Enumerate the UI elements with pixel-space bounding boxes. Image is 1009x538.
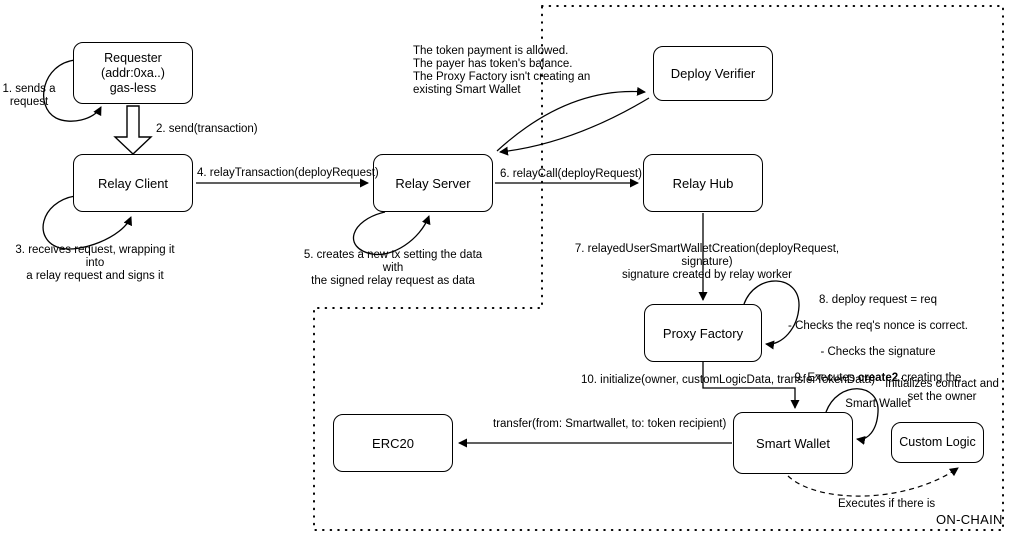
label-step6: 6. relayCall(deployRequest) <box>500 168 642 180</box>
arrow-to-deploy-verifier <box>496 86 646 152</box>
node-relay-server: Relay Server <box>373 154 493 212</box>
relay-server-self-loop <box>352 211 431 256</box>
arrow-executes-custom-logic <box>787 467 959 497</box>
label-transfer: transfer(from: Smartwallet, to: token re… <box>493 418 727 430</box>
requester-self-loop <box>43 59 102 122</box>
proxy-factory-self-loop <box>743 280 800 350</box>
create2-bold: create2 <box>857 372 899 384</box>
label-step8-line1: 8. deploy request = req <box>819 294 937 306</box>
label-onchain: ON-CHAIN <box>936 512 1003 527</box>
node-custom-logic: Custom Logic <box>891 422 984 463</box>
label-step7: 7. relayedUserSmartWalletCreation(deploy… <box>574 243 840 281</box>
relay-client-self-loop <box>42 195 132 250</box>
node-relay-client: Relay Client <box>73 154 193 212</box>
label-init-note: Initializes contract and set the owner <box>885 378 999 403</box>
label-step8-line2: - Checks the req's nonce is correct. <box>788 320 968 332</box>
node-smart-wallet: Smart Wallet <box>733 412 853 474</box>
label-step5: 5. creates a new tx setting the data wit… <box>303 249 483 287</box>
node-requester: Requester (addr:0xa..) gas-less <box>73 42 193 104</box>
arrow-initialize <box>702 362 800 409</box>
node-erc20: ERC20 <box>333 414 453 472</box>
label-step9-line1: 9. Executes create2 creating the <box>794 372 962 384</box>
label-executes-note: Executes if there is <box>838 498 936 510</box>
node-proxy-factory: Proxy Factory <box>644 304 762 362</box>
label-step8-9: 8. deploy request = req - Checks the req… <box>787 281 969 424</box>
label-step1: 1. sends a request <box>2 83 56 108</box>
label-step4: 4. relayTransaction(deployRequest) <box>197 167 379 179</box>
node-relay-hub: Relay Hub <box>643 154 763 212</box>
label-step10: 10. initialize(owner, customLogicData, t… <box>581 374 876 386</box>
label-verifier-note: The token payment is allowed. The payer … <box>413 45 591 96</box>
label-step3: 3. receives request, wrapping it into a … <box>15 244 175 282</box>
label-step8-line3: - Checks the signature <box>820 346 936 358</box>
label-step2: 2. send(transaction) <box>156 123 258 135</box>
label-step9-line2: Smart Wallet <box>845 398 911 410</box>
smart-wallet-self-loop <box>825 388 879 445</box>
node-deploy-verifier: Deploy Verifier <box>653 46 773 101</box>
block-arrow-send-transaction <box>113 105 153 155</box>
arrow-from-deploy-verifier <box>499 97 650 156</box>
